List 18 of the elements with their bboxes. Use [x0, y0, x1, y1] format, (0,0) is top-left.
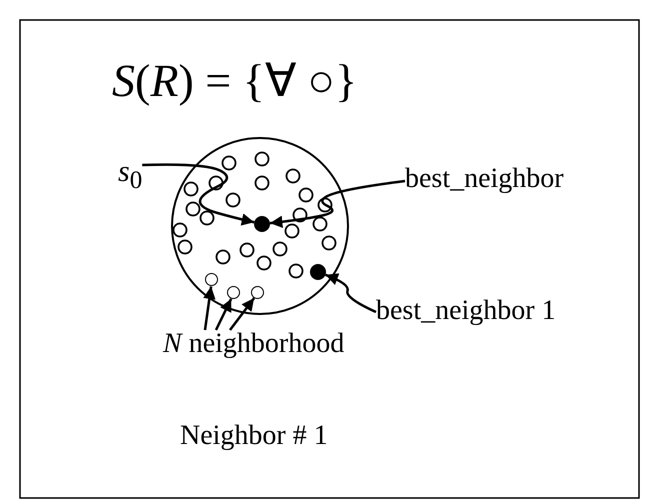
node-label: best_neighbor [405, 165, 564, 193]
start-state-label: s$_{0}$ [118, 157, 142, 193]
arrow [270, 180, 406, 228]
node-label: N neighborhood [163, 330, 344, 358]
arrow [325, 274, 377, 314]
neighbor-circle [227, 286, 240, 299]
set-circle [171, 137, 349, 315]
arrow [214, 298, 232, 331]
arrow [142, 163, 254, 226]
neighbor-circle [251, 286, 264, 299]
arrow [203, 286, 216, 330]
set-formula: S(R) = {∀ ○} [112, 58, 358, 104]
node-label: best_neighbor 1 [376, 297, 556, 325]
caption-text: Neighbor # 1 [180, 422, 328, 450]
best-neighbor-dot [310, 264, 326, 280]
neighbor-circle [205, 273, 218, 286]
arrow [229, 297, 256, 331]
center-dot [254, 216, 270, 232]
